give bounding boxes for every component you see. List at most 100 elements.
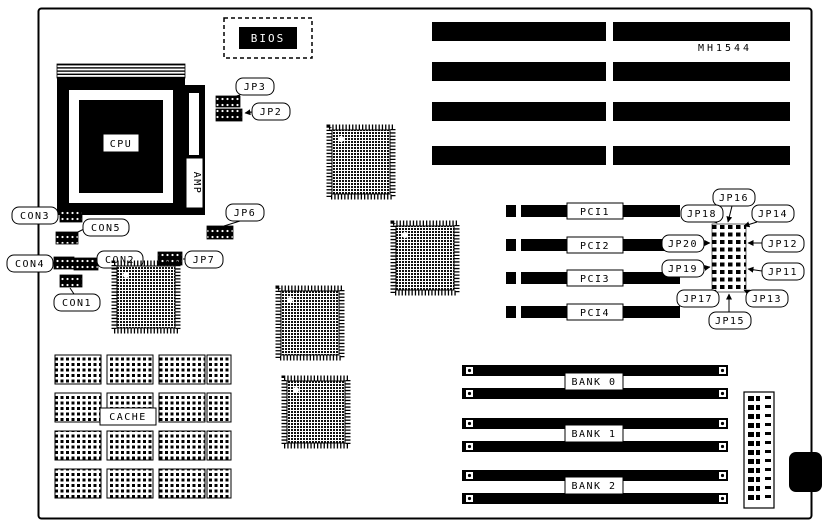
cache-chip xyxy=(206,392,232,423)
jp16-leader-line xyxy=(726,205,733,223)
cache-chip xyxy=(206,354,232,385)
simm-slot xyxy=(462,418,728,429)
jp3-label-box xyxy=(235,77,275,96)
jp17-label-box xyxy=(676,289,720,308)
jp16-label-box xyxy=(712,188,756,207)
con5-leader-line xyxy=(73,228,85,235)
con4-label: CON4 xyxy=(15,259,45,270)
chip-pin1-dot xyxy=(287,297,293,303)
jp2-header xyxy=(215,108,243,122)
isa-slot-notch xyxy=(606,146,613,165)
jumper-jp6: JP6 xyxy=(206,203,265,240)
bank0-label-box xyxy=(564,372,624,391)
chip-pin1-dot xyxy=(123,272,129,278)
jp6-label-box xyxy=(225,203,265,222)
qfp-chip-5 xyxy=(111,260,181,334)
cache-chip xyxy=(158,354,206,385)
amp-slot xyxy=(189,93,199,155)
jp13-label-box xyxy=(745,289,789,308)
con1-header xyxy=(59,274,83,288)
jumper-jp2: JP2 xyxy=(215,102,291,122)
qfp-chip-2 xyxy=(390,220,460,296)
qfp-chip-1 xyxy=(326,124,396,200)
pci4-label-box xyxy=(566,303,624,321)
bank2-label: BANK 2 xyxy=(571,481,616,492)
simm-slot xyxy=(462,493,728,504)
simm-slot xyxy=(462,388,728,399)
amp-regulator: AMP xyxy=(183,85,205,215)
jp18-label-box xyxy=(680,204,724,223)
jp2-leader-line xyxy=(244,109,253,116)
bank2-label-box xyxy=(564,476,624,495)
jp17-label: JP17 xyxy=(683,294,713,305)
jp20-label: JP20 xyxy=(668,239,698,250)
pci2-label: PCI2 xyxy=(580,241,610,252)
simm-slot xyxy=(462,470,728,481)
pci-slots: PCI1 PCI2 PCI3 PCI4 xyxy=(506,202,680,321)
cache-chip xyxy=(54,354,102,385)
jp14-label-box xyxy=(751,204,795,223)
jp19-leader-line xyxy=(703,264,711,271)
con5-label: CON5 xyxy=(91,223,121,234)
pci-slot-notch xyxy=(516,239,521,251)
jp11-leader-line xyxy=(747,266,763,273)
isa-slot-notch xyxy=(606,22,613,41)
jp12-label: JP12 xyxy=(768,239,798,250)
chip-pin1-dot xyxy=(293,387,299,393)
pci-slot-notch xyxy=(516,272,521,284)
chip-pin1-dot xyxy=(402,232,408,238)
jumper-jp3: JP3 xyxy=(215,77,275,108)
con1-label-box xyxy=(53,293,101,312)
con1-leader-line xyxy=(69,287,75,295)
chip-pins xyxy=(275,285,345,361)
qfp-chip-3 xyxy=(275,285,345,361)
jp3-header xyxy=(215,95,241,108)
bank1-label-box xyxy=(564,424,624,443)
jp14-label: JP14 xyxy=(758,209,788,220)
power-connector xyxy=(743,391,775,509)
jp2-label: JP2 xyxy=(260,107,283,118)
pci4-label: PCI4 xyxy=(580,308,610,319)
connector-con5: CON5 xyxy=(55,218,130,245)
jp20-label-box xyxy=(661,234,705,253)
keyboard-connector xyxy=(789,452,822,492)
jp15-label-box xyxy=(708,311,752,330)
con3-label: CON3 xyxy=(20,211,50,222)
cache-label-box xyxy=(99,407,157,426)
pci1-label: PCI1 xyxy=(580,207,610,218)
isa-slot-notch xyxy=(606,62,613,81)
bios-socket: BIOS xyxy=(223,17,313,59)
cache-chip xyxy=(106,354,154,385)
chip-pins xyxy=(326,124,396,200)
jp16-label: JP16 xyxy=(719,193,749,204)
con5-header xyxy=(55,231,79,245)
jp6-header xyxy=(206,225,234,240)
jp7-label-box xyxy=(184,250,224,269)
part-number-label: MH1544 xyxy=(698,43,752,54)
jp3-leader-line xyxy=(229,94,241,99)
isa-slot-notch xyxy=(606,102,613,121)
cache-chip xyxy=(158,468,206,499)
cache-chip xyxy=(158,392,206,423)
connector-con1: CON1 xyxy=(53,274,101,312)
jp7-header xyxy=(157,251,183,266)
jp2-label-box xyxy=(251,102,291,121)
cache-chip xyxy=(206,468,232,499)
cache-chip xyxy=(54,468,102,499)
isa-slots xyxy=(432,22,790,165)
chip-body xyxy=(286,380,346,444)
connector-con4: CON4 xyxy=(6,254,75,273)
jp19-label-box xyxy=(661,259,705,278)
jp6-leader-line xyxy=(223,220,241,227)
jp14-leader-line xyxy=(743,221,758,228)
jp18-label: JP18 xyxy=(687,209,717,220)
pci-slot-notch xyxy=(516,306,521,318)
pci3-label-box xyxy=(566,269,624,287)
con4-label-box xyxy=(6,254,54,273)
pci1-label-box xyxy=(566,202,624,220)
con1-label: CON1 xyxy=(62,298,92,309)
bank1-label: BANK 1 xyxy=(571,429,616,440)
connector-con3: CON3 xyxy=(11,206,83,225)
con4-header xyxy=(53,256,75,270)
